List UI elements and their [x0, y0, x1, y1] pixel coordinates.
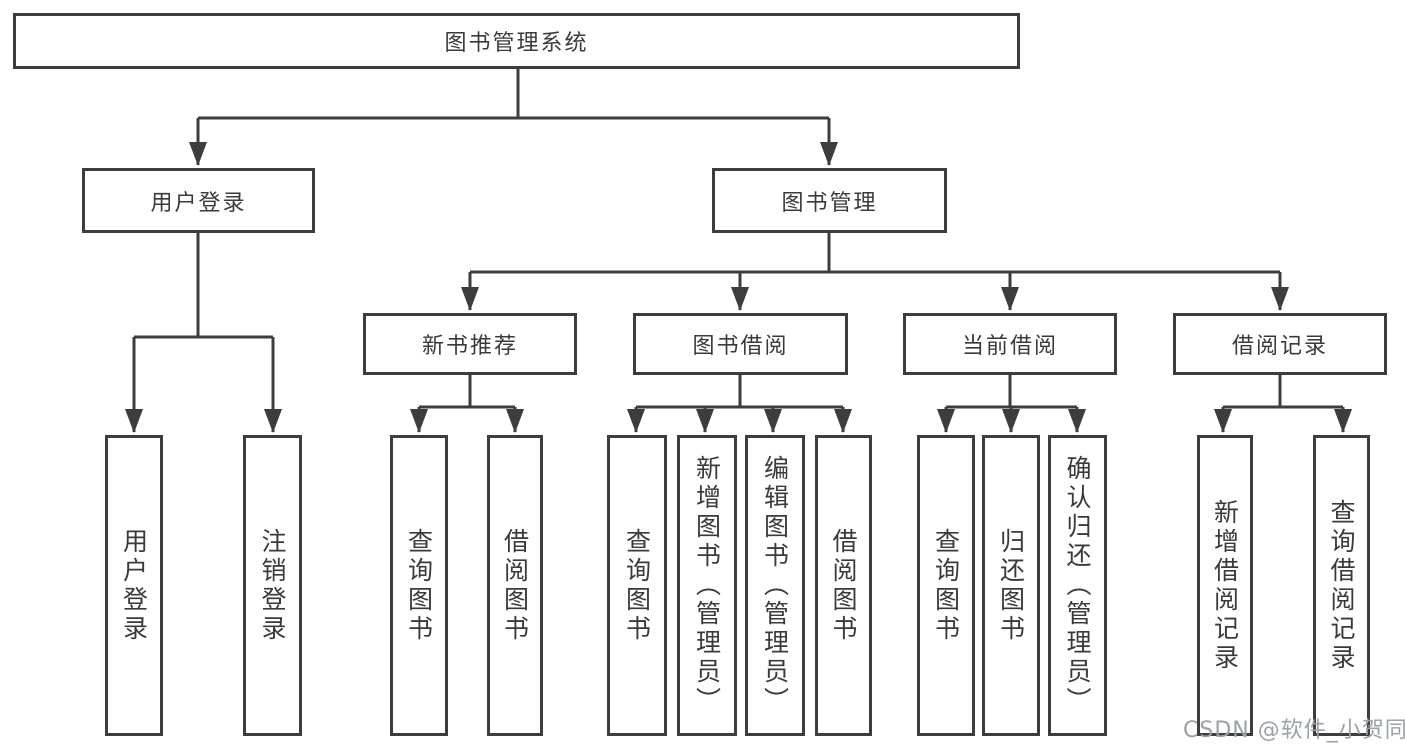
- leaf-user-login: 用户登录: [105, 435, 163, 736]
- node-library-management-system: 图书管理系统: [13, 13, 1020, 69]
- node-label: 确认归还（管理员）: [1063, 455, 1092, 716]
- node-label: 借阅记录: [1231, 334, 1328, 359]
- leaf-newbook-query-books: 查询图书: [390, 435, 448, 736]
- node-label: 当前借阅: [961, 334, 1058, 359]
- node-book-management: 图书管理: [712, 168, 947, 233]
- leaf-logout-login: 注销登录: [243, 435, 302, 736]
- node-label: 查询图书: [404, 527, 434, 644]
- node-label: 图书管理: [781, 190, 878, 216]
- node-book-borrow: 图书借阅: [633, 313, 848, 375]
- node-borrow-records: 借阅记录: [1173, 313, 1387, 375]
- node-label: 归还图书: [996, 527, 1026, 644]
- node-label: 图书管理系统: [444, 31, 589, 56]
- node-label: 注销登录: [258, 527, 287, 644]
- connector-root-elbow: [198, 67, 829, 120]
- node-label: 查询图书: [622, 527, 652, 644]
- connector-new-book-elbow: [419, 375, 515, 409]
- connector-book-borrow-elbow: [636, 375, 843, 409]
- leaf-records-query-borrow-record: 查询借阅记录: [1313, 435, 1370, 736]
- leaf-current-return-books: 归还图书: [982, 435, 1040, 736]
- node-label: 用户登录: [119, 527, 149, 644]
- node-label: 编辑图书（管理员）: [760, 455, 790, 716]
- node-user-login: 用户登录: [82, 168, 315, 233]
- node-label: 图书借阅: [692, 334, 789, 359]
- leaf-newbook-borrow-books: 借阅图书: [487, 435, 543, 736]
- leaf-borrow-add-books-admin: 新增图书（管理员）: [677, 435, 737, 736]
- node-label: 用户登录: [150, 190, 247, 216]
- connector-current-borrow-elbow: [946, 375, 1077, 409]
- node-current-borrow: 当前借阅: [903, 313, 1117, 375]
- csdn-watermark: CSDN @软件_小贺同学: [1183, 718, 1405, 743]
- connector-borrow-records-elbow: [1223, 375, 1343, 409]
- leaf-borrow-borrow-books: 借阅图书: [815, 435, 872, 736]
- leaf-current-query-books: 查询图书: [917, 435, 975, 736]
- node-label: 查询借阅记录: [1327, 498, 1356, 673]
- connector-user-login-elbow: [134, 233, 273, 339]
- leaf-current-confirm-return-admin: 确认归还（管理员）: [1048, 435, 1107, 736]
- node-label: 借阅图书: [500, 527, 530, 644]
- connector-book-management-elbow: [470, 233, 1280, 274]
- node-new-book-recommend: 新书推荐: [363, 313, 577, 375]
- node-label: 查询图书: [931, 527, 961, 644]
- node-label: 新增借阅记录: [1210, 498, 1240, 673]
- leaf-borrow-query-books: 查询图书: [607, 435, 667, 736]
- node-label: 新书推荐: [421, 334, 518, 359]
- node-label: 新增图书（管理员）: [692, 455, 722, 716]
- leaf-records-add-borrow-record: 新增借阅记录: [1197, 435, 1253, 736]
- leaf-borrow-edit-books-admin: 编辑图书（管理员）: [745, 435, 805, 736]
- node-label: 借阅图书: [829, 527, 858, 644]
